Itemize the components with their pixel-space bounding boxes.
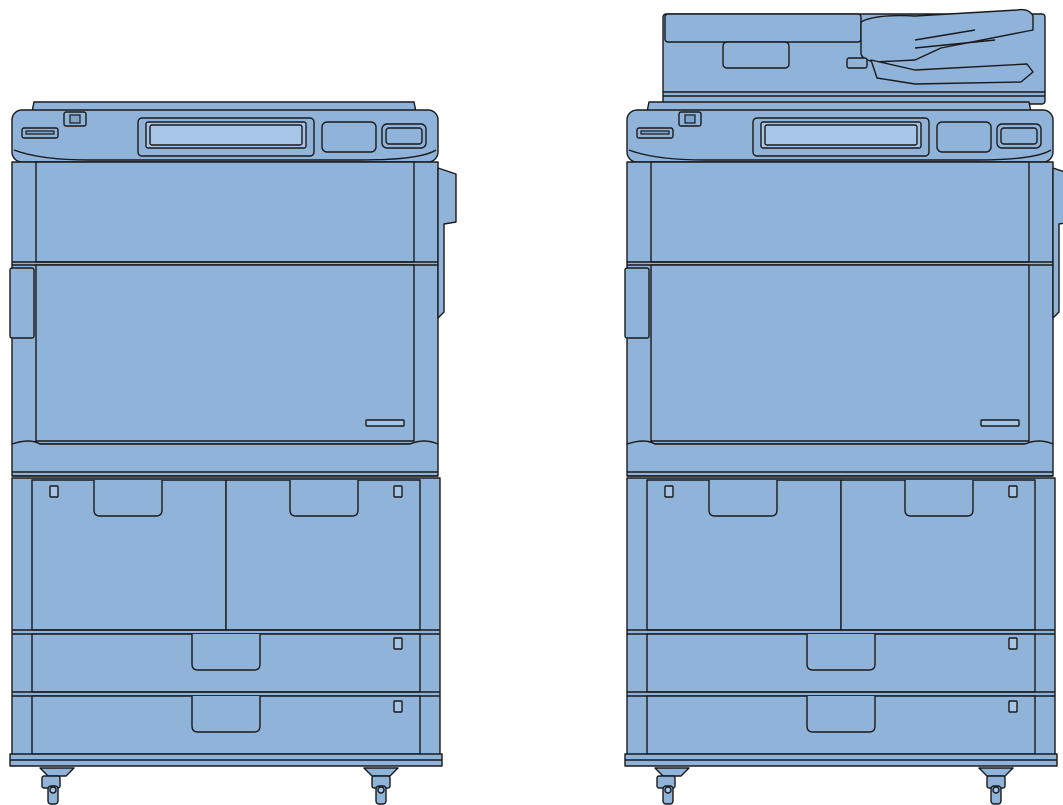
printer-with-document-feeder (624, 8, 1063, 805)
printer-without-document-feeder (9, 101, 457, 805)
